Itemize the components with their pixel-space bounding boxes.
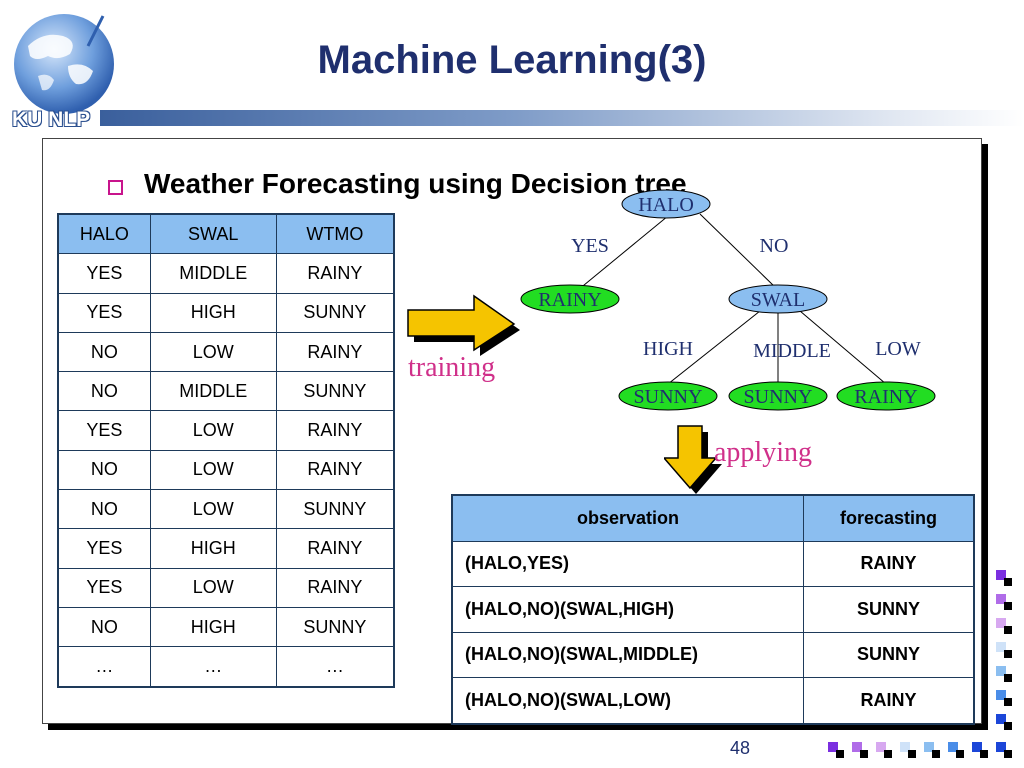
tree-leaf-yes-label: RAINY [538,289,601,311]
globe-icon [14,14,114,114]
table-cell: MIDDLE [149,371,277,412]
tree-edge-low-label: LOW [875,338,921,360]
table-cell: NO [57,489,151,530]
tree-edge-high-label: HIGH [643,338,693,360]
column-header: observation [451,494,804,542]
bullet-square-icon [108,180,123,195]
tree-leaf-low-label: RAINY [854,386,917,408]
header-bar [100,110,1024,126]
table-cell: SUNNY [803,586,975,633]
table-cell: MIDDLE [149,253,277,294]
logo-text: KU NLP [12,108,91,131]
table-cell: RAINY [275,528,395,569]
forecast-table: observation forecasting (HALO,YES) RAINY… [451,494,975,725]
table-cell: (HALO,NO)(SWAL,LOW) [451,677,804,724]
table-cell: RAINY [275,567,395,608]
column-header: forecasting [803,494,975,542]
training-table: HALO SWAL WTMO YES MIDDLE RAINY YES HIGH… [57,213,395,688]
table-row: (HALO,NO)(SWAL,LOW) RAINY [451,677,975,724]
table-cell: RAINY [803,677,975,724]
table-row: NO LOW RAINY [57,331,395,373]
table-row: (HALO,YES) RAINY [451,540,975,587]
table-cell: … [275,646,395,688]
column-header: SWAL [149,213,277,255]
table-row: YES MIDDLE RAINY [57,253,395,294]
table-cell: LOW [149,489,277,530]
table-cell: HIGH [149,292,277,333]
tree-edge-no-label: NO [760,235,789,257]
table-cell: (HALO,YES) [451,540,804,587]
tree-leaf-high-label: SUNNY [634,386,703,408]
table-cell: SUNNY [275,292,395,333]
tree-root-label: HALO [638,194,694,216]
ku-nlp-logo [8,6,120,130]
table-row: … … … [57,646,395,688]
table-row: (HALO,NO)(SWAL,HIGH) SUNNY [451,586,975,633]
table-cell: LOW [149,567,277,608]
table-row: NO LOW SUNNY [57,489,395,530]
table-cell: NO [57,449,151,491]
tree-leaf-middle-label: SUNNY [744,386,813,408]
tree-node-swal [728,284,828,314]
tree-node-root [621,189,711,219]
down-arrow-icon [664,425,722,494]
table-row: (HALO,NO)(SWAL,MIDDLE) SUNNY [451,631,975,678]
bullet-heading: Weather Forecasting using Decision tree [144,168,687,199]
table-cell: (HALO,NO)(SWAL,MIDDLE) [451,631,804,678]
right-arrow-icon [407,294,520,356]
decorative-squares-horizontal [828,742,1012,758]
table-cell: RAINY [803,540,975,587]
table-cell: SUNNY [803,631,975,678]
column-header: HALO [57,213,151,255]
table-row: YES HIGH RAINY [57,528,395,569]
tree-edge-middle-label: MIDDLE [753,340,831,362]
table-row: YES LOW RAINY [57,410,395,451]
table-cell: YES [57,253,151,294]
tree-leaf-high [618,381,718,411]
tree-edge-high [667,310,761,385]
tree-leaf-low [836,381,936,411]
table-row: NO MIDDLE SUNNY [57,371,395,412]
tree-edge-no [699,213,777,289]
table-row: NO LOW RAINY [57,449,395,491]
table-cell: RAINY [275,253,395,294]
table-cell: … [149,646,277,688]
table-cell: YES [57,528,151,569]
table-cell: YES [57,410,151,451]
tree-edge-yes [577,215,669,291]
table-row: YES LOW RAINY [57,567,395,608]
table-cell: NO [57,331,151,373]
applying-label: applying [714,437,812,468]
decorative-squares-vertical [996,570,1012,730]
table-cell: SUNNY [275,489,395,530]
table-cell: (HALO,NO)(SWAL,HIGH) [451,586,804,633]
table-cell: SUNNY [275,606,395,648]
training-label: training [408,352,496,383]
tree-leaf-yes [520,284,620,314]
table-cell: YES [57,567,151,608]
table-cell: NO [57,606,151,648]
tree-leaf-middle [728,381,828,411]
table-header-row: observation forecasting [451,494,975,542]
table-cell: NO [57,371,151,412]
page-title: Machine Learning(3) [317,38,707,82]
table-cell: LOW [149,331,277,373]
table-row: NO HIGH SUNNY [57,606,395,648]
table-cell: … [57,646,151,688]
tree-edge-low [799,310,887,385]
table-cell: HIGH [149,528,277,569]
page-number: 48 [730,738,751,758]
tree-node-swal-label: SWAL [751,289,805,311]
tree-edge-yes-label: YES [571,235,609,257]
table-cell: HIGH [149,606,277,648]
